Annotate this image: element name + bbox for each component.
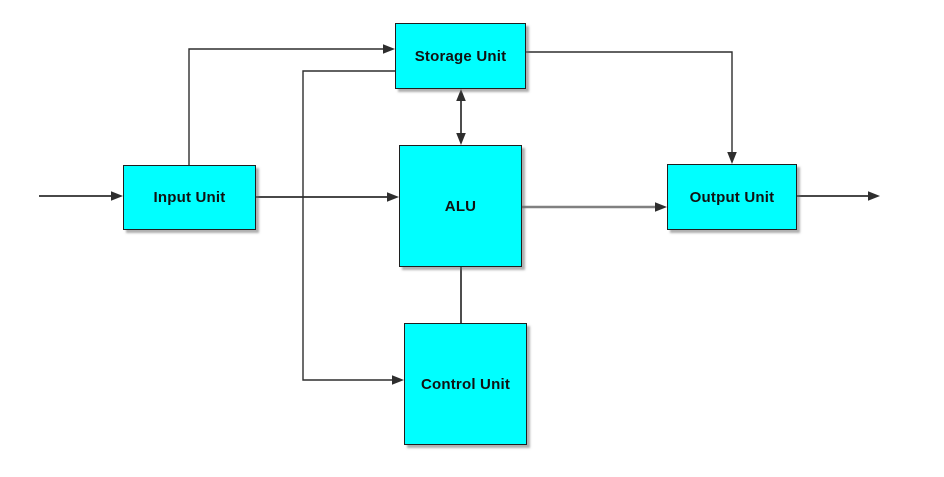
edge-storage-to-control	[302, 70, 404, 385]
edge-storage-to-output	[526, 51, 737, 164]
node-output-unit-label: Output Unit	[689, 188, 775, 206]
node-storage-unit: Storage Unit	[395, 23, 526, 89]
node-output-unit: Output Unit	[667, 164, 797, 230]
edge-input-to-alu	[256, 192, 399, 202]
node-input-unit-label: Input Unit	[153, 189, 226, 206]
node-control-unit-label: Control Unit	[420, 375, 511, 393]
edge-input-to-storage	[188, 44, 395, 165]
edge-external-to-input	[39, 191, 123, 201]
edge-alu-to-output	[522, 202, 667, 212]
node-alu: ALU	[399, 145, 522, 267]
node-input-unit: Input Unit	[123, 165, 256, 230]
edge-output-to-external	[797, 191, 880, 201]
edge-storage-alu-bidirectional	[456, 89, 466, 145]
node-control-unit: Control Unit	[404, 323, 527, 445]
node-storage-unit-label: Storage Unit	[414, 47, 507, 65]
node-alu-label: ALU	[444, 197, 477, 215]
